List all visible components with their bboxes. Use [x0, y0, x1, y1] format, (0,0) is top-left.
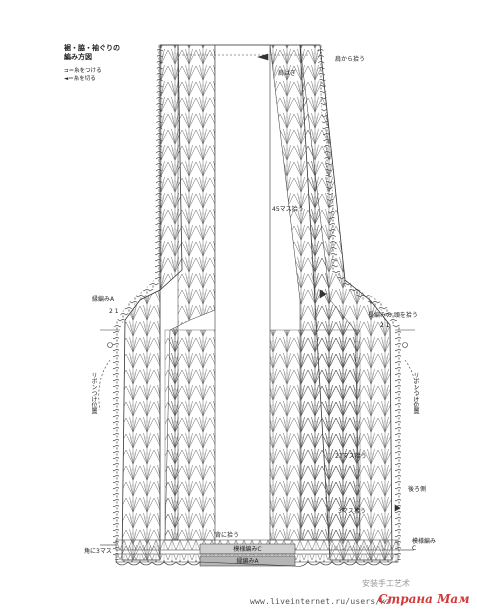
band-label-c: 模様編みC: [233, 546, 262, 553]
label-back-side: 後ろ側: [408, 486, 427, 493]
legend-item-cut: ◄＝糸を切る: [64, 76, 96, 83]
label-pickup-45: 45マス拾う: [272, 206, 304, 213]
label-ribbon-right: リボンつけ位置: [412, 372, 419, 414]
diagram-title-line1: 裾・脇・袖ぐりの: [64, 44, 120, 52]
legend-symbol-attach: ⊐: [64, 68, 69, 74]
ribbon-markers: [98, 53, 417, 551]
watermark-text: 安装手工艺术: [362, 579, 410, 588]
bottom-bands: [115, 539, 399, 567]
site-logo: Страна Мам: [378, 592, 470, 606]
label-dc-head: 長編みの 頭を拾う: [368, 312, 418, 319]
legend-text-cut: ＝糸を切る: [68, 76, 96, 82]
legend-text-attach: ＝糸をつける: [68, 68, 102, 74]
label-front-hold: 肩はぎ: [278, 70, 297, 77]
label-back-center: 背に拾う: [215, 532, 240, 539]
scallop-edging: [113, 44, 401, 560]
diagram-title-line2: 編み方図: [64, 53, 92, 61]
band-label-a: 縁編みA: [236, 558, 259, 565]
label-rows-left: 2 1: [109, 308, 119, 315]
label-pattern-c-right: 模様編み C: [412, 538, 437, 552]
shoulder-lines: [160, 44, 320, 56]
label-edge-a-left: 縁編みA: [92, 296, 115, 303]
label-pickup-27: 27マス拾う: [335, 453, 367, 460]
source-url[interactable]: www.liveinternet.ru/users/kz...: [250, 597, 406, 606]
label-pickup-3: 3マス拾う: [338, 508, 366, 515]
legend-symbol-cut: ◄: [64, 76, 69, 82]
legend-item-attach: ⊐＝糸をつける: [64, 68, 102, 75]
label-shoulder-top-right: 肩から拾う: [335, 56, 366, 63]
label-rows-right: 2 1: [380, 322, 390, 329]
label-corner-3: 角に3マス: [84, 548, 112, 555]
label-ribbon-left: リボンつけ位置: [90, 372, 97, 414]
garment-outline: [121, 44, 393, 561]
